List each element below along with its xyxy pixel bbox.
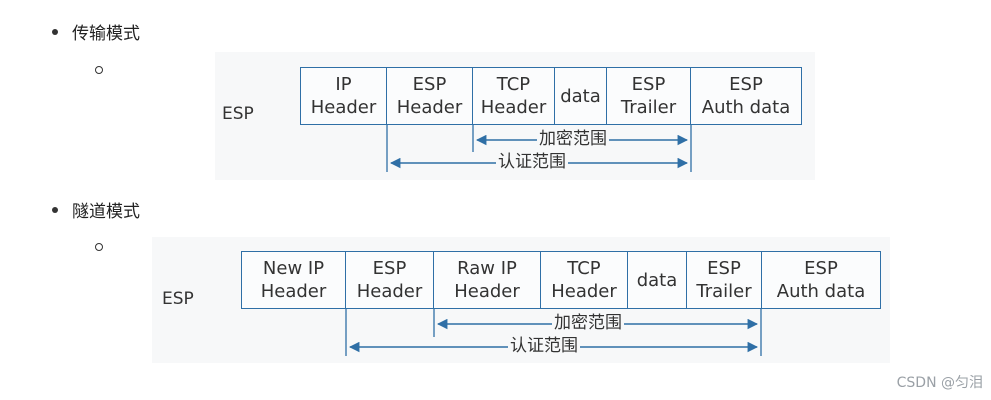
esp-side-label: ESP	[162, 289, 194, 309]
watermark: CSDN @匀泪	[896, 375, 983, 391]
cell-tcp-header: TCP Header	[472, 67, 555, 125]
sub-bullet-circle	[95, 66, 103, 74]
cell-esp-header: ESP Header	[386, 67, 473, 125]
cell-esp-trailer: ESP Trailer	[686, 251, 762, 309]
tunnel-mode-title: 隧道模式	[72, 202, 140, 222]
cell-esp-auth-data: ESP Auth data	[690, 67, 802, 125]
cell-new-ip-header: New IP Header	[241, 251, 346, 309]
cell-esp-trailer: ESP Trailer	[606, 67, 691, 125]
cell-tcp-header: TCP Header	[540, 251, 628, 309]
auth-range-label: 认证范围	[508, 336, 580, 356]
auth-range-label: 认证范围	[496, 152, 568, 172]
tunnel-mode-diagram: ESP New IP Header ESP Header Raw IP Head…	[152, 237, 890, 363]
bullet-dot	[52, 28, 58, 35]
transport-mode-title: 传输模式	[72, 24, 140, 44]
esp-side-label: ESP	[222, 104, 254, 124]
cell-esp-auth-data: ESP Auth data	[761, 251, 881, 309]
cell-data: data	[554, 67, 607, 125]
sub-bullet-circle	[95, 243, 103, 251]
bullet-dot	[52, 206, 58, 213]
cell-esp-header: ESP Header	[345, 251, 434, 309]
bullet-tunnel-mode: 隧道模式	[52, 197, 140, 222]
encrypt-range-label: 加密范围	[537, 129, 609, 149]
transport-mode-diagram: ESP IP Header ESP Header TCP Header data…	[215, 52, 815, 180]
cell-raw-ip-header: Raw IP Header	[433, 251, 541, 309]
bullet-transport-mode: 传输模式	[52, 19, 140, 44]
encrypt-range-label: 加密范围	[552, 313, 624, 333]
